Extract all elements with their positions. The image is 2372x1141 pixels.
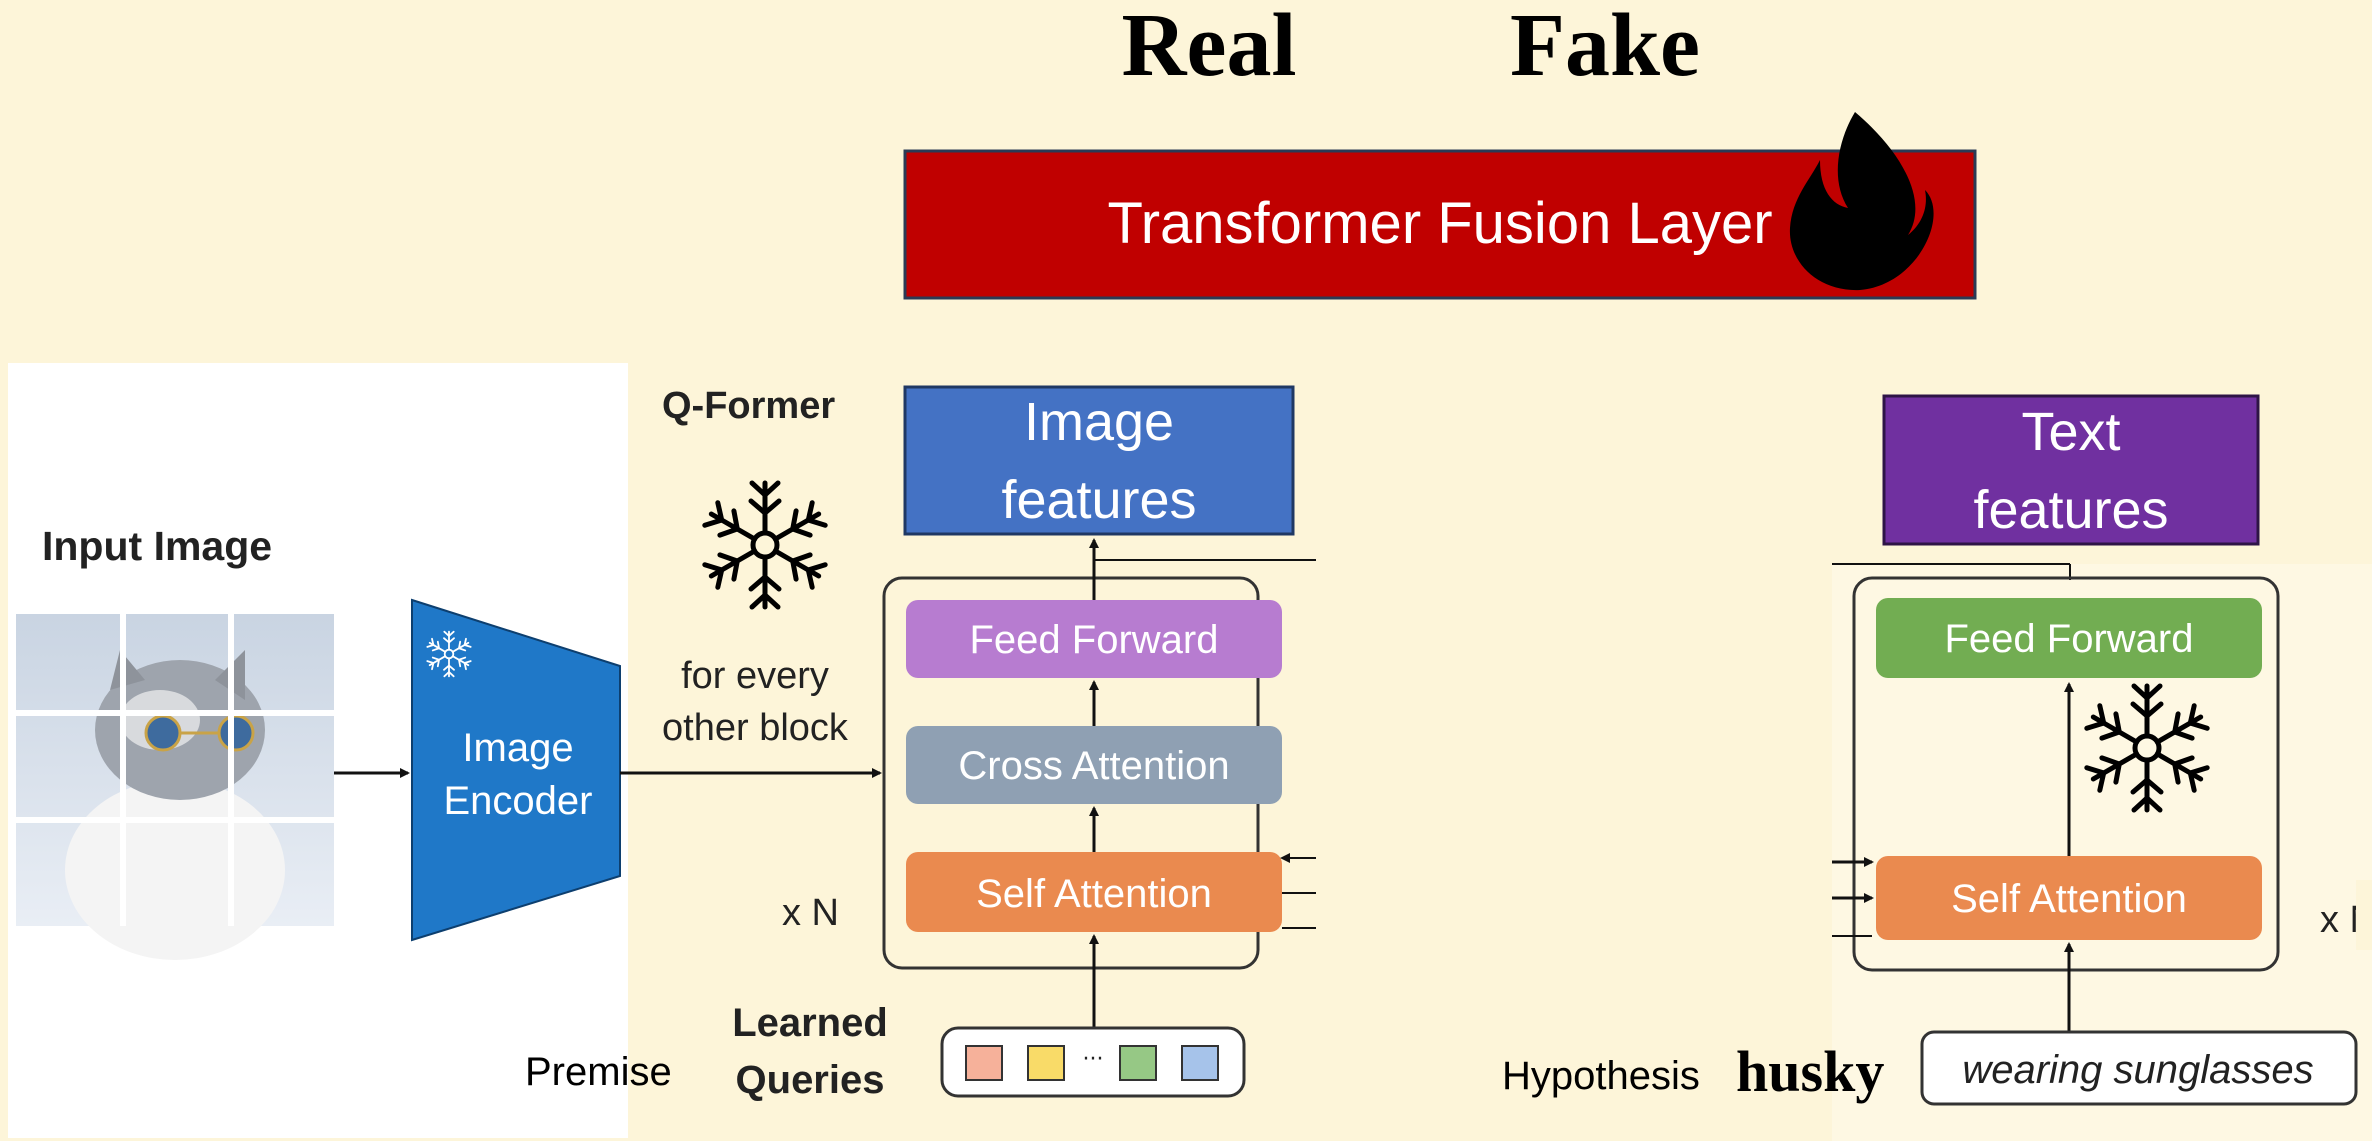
text-self-attention-label: Self Attention bbox=[1951, 877, 2187, 921]
edge-mask bbox=[2356, 880, 2372, 950]
fire-icon bbox=[1789, 112, 1934, 291]
image-features-label: Image bbox=[1024, 392, 1174, 452]
image-features-box: Image features bbox=[903, 385, 1295, 536]
transformer-fusion-layer: Transformer Fusion Layer bbox=[903, 112, 1977, 300]
query-ellipsis: ··· bbox=[1083, 1047, 1104, 1072]
fusion-layer-label: Transformer Fusion Layer bbox=[1107, 191, 1772, 256]
query-token bbox=[1181, 1045, 1219, 1081]
feed-forward-block: Feed Forward bbox=[906, 600, 1282, 678]
input-image bbox=[16, 614, 334, 960]
input-image-label: Input Image bbox=[42, 523, 272, 569]
image-encoder: Image Encoder bbox=[411, 598, 621, 942]
learned-queries-label: Learned bbox=[732, 1001, 888, 1045]
learned-queries: ··· bbox=[940, 1026, 1246, 1098]
image-encoder-label: Image bbox=[462, 726, 573, 770]
image-encoder-label-2: Encoder bbox=[444, 779, 593, 823]
text-input-box: wearing sunglasses bbox=[1920, 1030, 2358, 1106]
premise-label: Premise bbox=[525, 1050, 672, 1094]
cross-attention-block: Cross Attention bbox=[906, 726, 1282, 804]
text-self-attention-block: Self Attention bbox=[1876, 856, 2262, 940]
fake-label: Fake bbox=[1510, 0, 1700, 95]
hypothesis-label: Hypothesis bbox=[1502, 1054, 1700, 1098]
text-features-label: Text bbox=[2021, 402, 2120, 462]
self-attention-label: Self Attention bbox=[976, 872, 1212, 916]
query-token bbox=[965, 1045, 1003, 1081]
text-features-box: Text features bbox=[1882, 394, 2260, 546]
cross-attention-label: Cross Attention bbox=[958, 744, 1229, 788]
snowflake-icon bbox=[704, 483, 825, 607]
text-feed-forward-block: Feed Forward bbox=[1876, 598, 2262, 678]
query-token bbox=[1027, 1045, 1065, 1081]
learned-queries-label-2: Queries bbox=[736, 1058, 885, 1102]
connector-label-2: other block bbox=[662, 707, 849, 749]
text-input-label: wearing sunglasses bbox=[1962, 1048, 2313, 1092]
text-feed-forward-label: Feed Forward bbox=[1945, 617, 2194, 661]
image-features-label-2: features bbox=[1001, 470, 1196, 530]
text-features-label-2: features bbox=[1973, 480, 2168, 540]
real-label: Real bbox=[1122, 0, 1297, 95]
connector-label: for every bbox=[681, 655, 829, 697]
repeat-label: x N bbox=[782, 892, 839, 934]
hypothesis-word: husky bbox=[1736, 1039, 1884, 1104]
query-token bbox=[1119, 1045, 1157, 1081]
feed-forward-label: Feed Forward bbox=[970, 618, 1219, 662]
qformer-label: Q-Former bbox=[662, 385, 835, 427]
text-encoder-block bbox=[1852, 576, 2280, 972]
self-attention-block: Self Attention bbox=[906, 852, 1282, 932]
